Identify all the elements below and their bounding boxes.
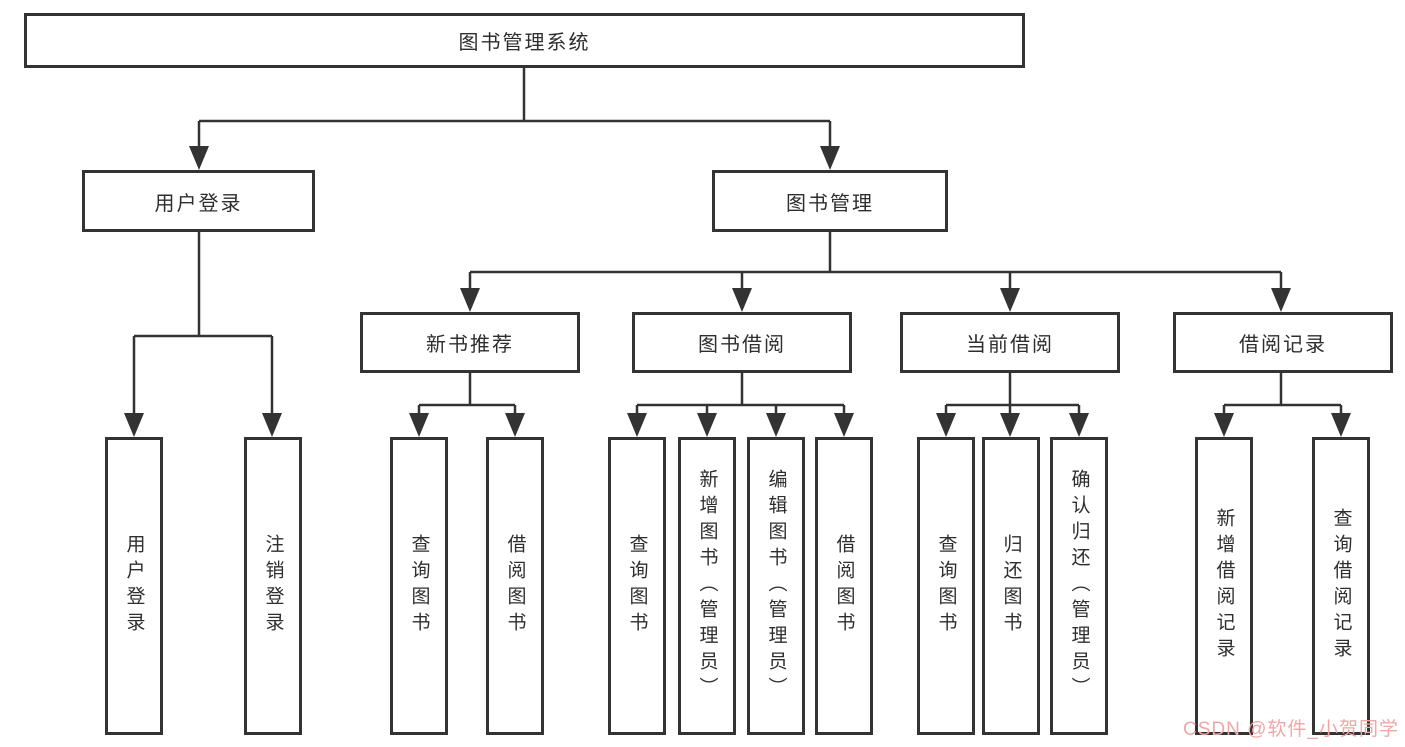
node-library-management-system: 图书管理系统 [24,13,1025,68]
leaf-borrow-edit-books-admin: 编辑图书（管理员） [747,437,805,735]
leaf-borrow-add-books-admin: 新增图书（管理员） [678,437,736,735]
leaf-current-query-books: 查询图书 [917,437,975,735]
leaf-logout: 注销登录 [244,437,302,735]
leaf-records-add-record: 新增借阅记录 [1195,437,1253,735]
leaf-recommend-query-books: 查询图书 [390,437,448,735]
leaf-recommend-borrow-books: 借阅图书 [486,437,544,735]
node-current-borrowing: 当前借阅 [900,312,1120,373]
node-user-login: 用户登录 [82,170,315,232]
node-book-borrowing: 图书借阅 [632,312,852,373]
watermark: CSDN @软件_小贺同学 [1183,719,1399,740]
node-borrowing-records: 借阅记录 [1173,312,1393,373]
arrowheads [124,146,1351,437]
leaf-records-query-record: 查询借阅记录 [1312,437,1370,735]
leaf-user-login: 用户登录 [105,437,163,735]
leaf-borrow-query-books: 查询图书 [608,437,666,735]
leaf-borrow-borrow-books: 借阅图书 [815,437,873,735]
leaf-current-return-books: 归还图书 [982,437,1040,735]
leaf-current-confirm-return-admin: 确认归还（管理员） [1050,437,1108,735]
node-new-book-recommendation: 新书推荐 [360,312,580,373]
node-book-management: 图书管理 [712,170,948,232]
